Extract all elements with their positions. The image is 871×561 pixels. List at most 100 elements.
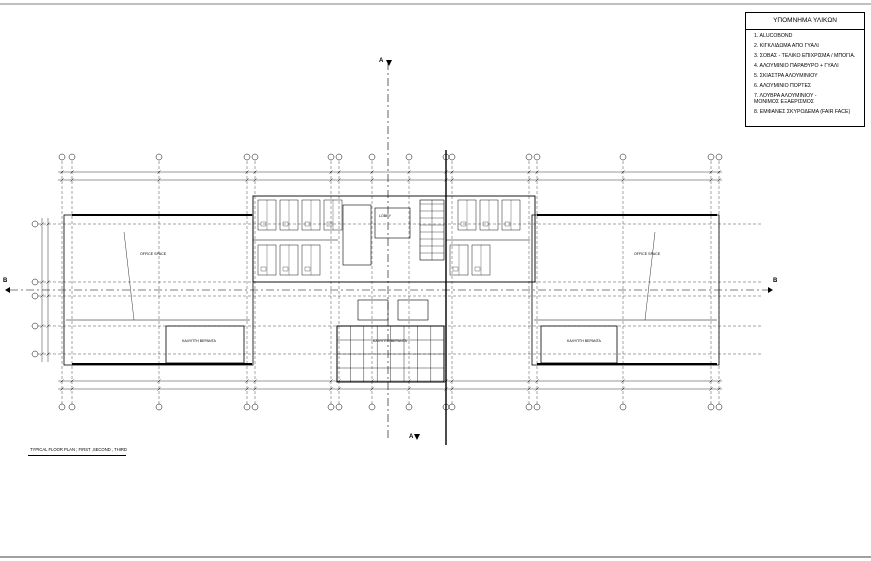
dimension-tick	[527, 178, 531, 182]
grid-bubble-top	[58, 153, 66, 161]
grid-bubble-left	[31, 322, 39, 330]
legend-title: ΥΠΟΜΝΗΜΑ ΥΛΙΚΩΝ	[773, 17, 837, 24]
elevator-shaft	[342, 204, 372, 266]
dimension-tick	[245, 387, 249, 391]
center-balcony-left	[357, 299, 389, 321]
terrace-right	[540, 325, 618, 364]
dimension-tick	[370, 387, 374, 391]
dimension-tick	[329, 170, 333, 174]
grid-bubble-top	[448, 153, 456, 161]
dimension-tick	[407, 178, 411, 182]
grid-bubble-top	[327, 153, 335, 161]
dimension-tick	[717, 387, 721, 391]
sanitary-fixture	[460, 221, 467, 227]
grid-bubble-top	[155, 153, 163, 161]
plan-caption-underline	[28, 455, 126, 456]
dimension-tick	[245, 178, 249, 182]
dimension-tick	[46, 280, 50, 284]
section-a-top-label: A	[379, 58, 384, 64]
grid-bubble-bottom	[243, 403, 251, 411]
terrace-center-label: ΚΑΛΥΠΤΗ ΒΕΡΑΝΤΑ	[373, 339, 407, 343]
dimension-tick	[60, 170, 64, 174]
dimension-tick	[407, 170, 411, 174]
legend-item: 7. ΛΟΥΒΡΑ ΑΛΟΥΜΙΝΙΟΥ - ΜΟΝΙΜΟΣ ΕΞΑΕΡΙΣΜΟ…	[754, 93, 817, 105]
legend-item: 3. ΣΟΒΑΣ - ΤΕΛΙΚΟ ΕΠΙΧΡΙΣΜΑ / ΜΠΟΓΙΑ.	[754, 53, 856, 59]
legend-item: 2. ΚΙΓΚΛΙΔΩΜΑ ΑΠΟ ΓΥΑΛΙ	[754, 43, 819, 49]
grid-bubble-bottom	[707, 403, 715, 411]
legend-item: 4. ΑΛΟΥΜΙΝΙΟ ΠΑΡΑΘΥΡΟ + ΓΥΑΛΙ	[754, 63, 839, 69]
dimension-tick	[535, 387, 539, 391]
dimension-tick	[40, 324, 44, 328]
dimension-tick	[527, 379, 531, 383]
grid-bubble-bottom	[68, 403, 76, 411]
grid-bubble-bottom	[619, 403, 627, 411]
grid-bubble-bottom	[335, 403, 343, 411]
dimension-tick	[621, 178, 625, 182]
lobby-room	[374, 207, 411, 239]
dimension-tick	[253, 379, 257, 383]
grid-bubble-left	[31, 350, 39, 358]
grid-bubble-top	[525, 153, 533, 161]
office-space-right-partition	[644, 231, 656, 321]
dimension-tick	[709, 170, 713, 174]
dimension-tick	[245, 170, 249, 174]
dimension-tick	[157, 379, 161, 383]
dimension-tick	[717, 170, 721, 174]
dimension-tick	[621, 170, 625, 174]
dimension-tick	[253, 170, 257, 174]
dimension-tick	[329, 387, 333, 391]
grid-bubble-bottom	[715, 403, 723, 411]
dimension-tick	[709, 387, 713, 391]
sanitary-fixture	[304, 266, 311, 272]
dimension-tick	[621, 379, 625, 383]
terrace-left-label: ΚΑΛΥΠΤΗ ΒΕΡΑΝΤΑ	[182, 339, 216, 343]
legend-item: 1. ALUCOBOND	[754, 33, 793, 39]
dimension-tick	[450, 178, 454, 182]
grid-bubble-bottom	[58, 403, 66, 411]
terrace-right-label: ΚΑΛΥΠΤΗ ΒΕΡΑΝΤΑ	[567, 339, 601, 343]
dimension-tick	[717, 178, 721, 182]
grid-bubble-bottom	[327, 403, 335, 411]
grid-bubble-top	[619, 153, 627, 161]
dimension-tick	[157, 387, 161, 391]
section-b-left-label: B	[3, 278, 8, 284]
dimension-tick	[337, 387, 341, 391]
grid-bubble-left	[31, 278, 39, 286]
grid-bubble-top	[335, 153, 343, 161]
dimension-tick	[40, 352, 44, 356]
legend-item: 8. ΕΜΦΑΝΕΣ ΣΚΥΡΟΔΕΜΑ (FAIR FACE)	[754, 109, 851, 115]
sanitary-fixture	[304, 221, 311, 227]
dimension-tick	[157, 178, 161, 182]
dimension-tick	[40, 294, 44, 298]
dimension-tick	[337, 178, 341, 182]
dimension-tick	[527, 170, 531, 174]
dimension-tick	[527, 387, 531, 391]
legend-item: 6. ΑΛΟΥΜΙΝΙΟ ΠΟΡΤΕΣ	[754, 83, 812, 89]
grid-bubble-bottom	[368, 403, 376, 411]
grid-bubble-bottom	[405, 403, 413, 411]
dimension-tick	[709, 178, 713, 182]
dimension-tick	[46, 222, 50, 226]
grid-bubble-bottom	[525, 403, 533, 411]
dimension-tick	[46, 352, 50, 356]
grid-bubble-left	[31, 220, 39, 228]
dimension-tick	[370, 170, 374, 174]
dimension-tick	[535, 379, 539, 383]
section-a-bottom-label: A	[409, 434, 414, 440]
plan-caption: TYPICAL FLOOR PLAN ; FIRST ,SECOND , THI…	[30, 447, 127, 452]
section-b-left-arrow	[5, 287, 10, 293]
section-a-top-arrow	[386, 60, 392, 66]
dimension-tick	[621, 387, 625, 391]
dimension-tick	[450, 379, 454, 383]
dimension-tick	[450, 170, 454, 174]
grid-bubble-bottom	[251, 403, 259, 411]
grid-bubble-top	[368, 153, 376, 161]
sanitary-fixture	[282, 266, 289, 272]
office-space-left-label: OFFICE SPACE	[140, 252, 167, 256]
dimension-tick	[329, 178, 333, 182]
legend-divider	[746, 29, 864, 30]
sanitary-fixture	[504, 221, 511, 227]
dimension-tick	[60, 387, 64, 391]
dimension-tick	[70, 178, 74, 182]
office-space-left-partition	[123, 231, 135, 321]
